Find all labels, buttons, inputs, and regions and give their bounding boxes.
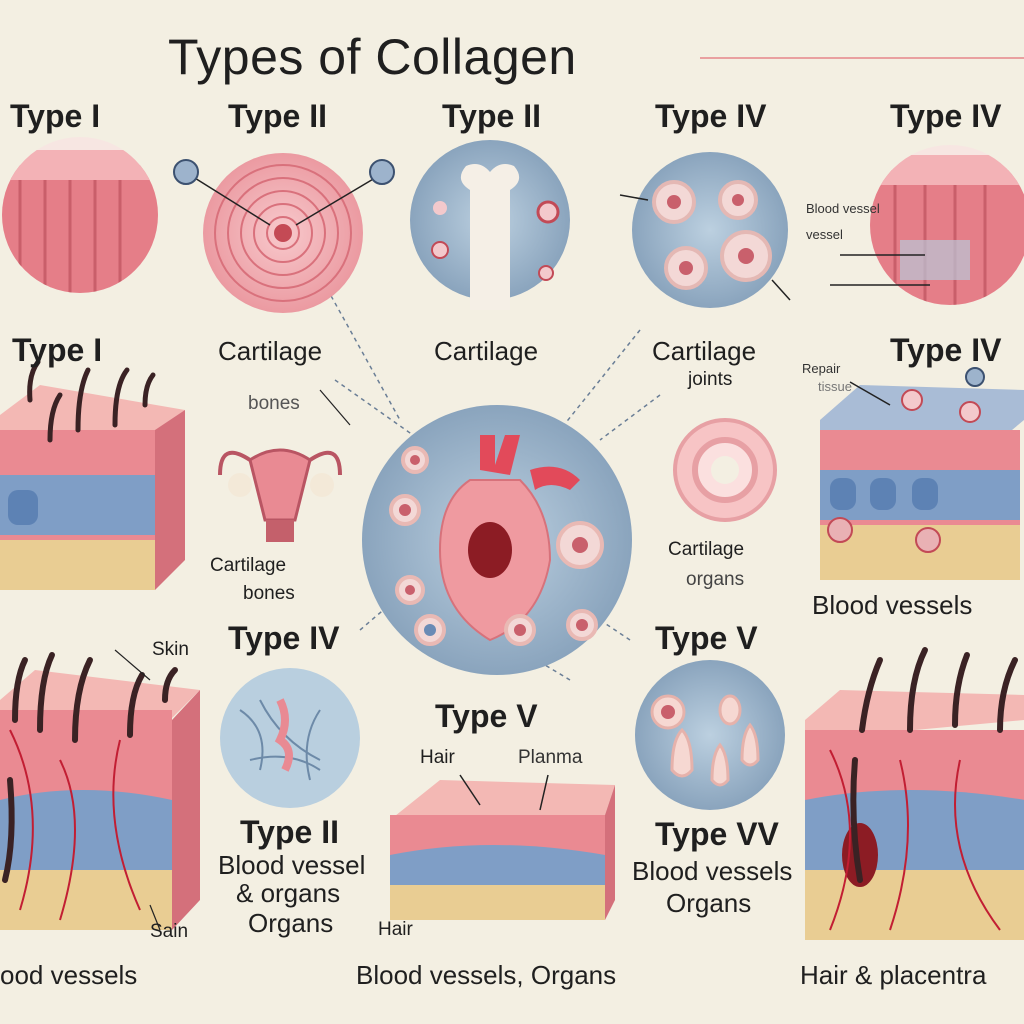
label-type-2-top-a: Type II (228, 98, 327, 134)
label-and-organs: & organs (236, 878, 341, 908)
label-hair-2: Hair (378, 919, 413, 940)
label-blood-vessels-2: Blood vessels (632, 856, 793, 886)
label-blood-vessel-organs: Blood vessel (218, 850, 366, 880)
label-organs-1: Organs (248, 908, 334, 938)
label-bottom-left: ood vessels (0, 960, 138, 990)
label-type-1-mid: Type I (12, 332, 103, 368)
label-type-1-top: Type I (10, 98, 101, 134)
label-cartilage-1: Cartilage (218, 336, 323, 366)
fiber-bundle-icon (2, 137, 158, 293)
label-bones: bones (243, 583, 295, 604)
label-hair-1: Hair (420, 747, 455, 768)
label-cartilage-joints: Cartilage (652, 336, 757, 366)
label-type-2-low: Type II (240, 814, 339, 850)
uterus-icon (218, 448, 342, 542)
label-cartilage-bones: Cartilage (210, 555, 287, 576)
label-type-5-center: Type V (435, 698, 538, 734)
skin-block-icon (0, 359, 185, 590)
ring-cell-icon (673, 418, 777, 522)
droplets-icon (635, 660, 785, 810)
heart-icon (362, 405, 632, 675)
label-type-4-top-a: Type IV (655, 98, 767, 134)
label-organs-faded: organs (686, 569, 745, 590)
concentric-rings-icon (173, 153, 395, 313)
label-bottom-right: Hair & placentra (800, 960, 987, 990)
label-type-5-right: Type V (655, 620, 758, 656)
label-blood-vessel-tag: Blood vessel (806, 201, 880, 216)
fibers-icon (220, 668, 360, 808)
label-type-vv: Type VV (655, 816, 779, 852)
bone-icon (410, 140, 570, 310)
label-repair: Repair (802, 361, 841, 376)
label-type-4-mid: Type IV (890, 332, 1002, 368)
label-blood-vessels-right: Blood vessels (812, 590, 973, 620)
cells-icon (619, 152, 791, 308)
label-type-4-low: Type IV (228, 620, 340, 656)
label-cartilage-2: Cartilage (434, 336, 539, 366)
label-joints: joints (688, 369, 733, 390)
label-sain: Sain (150, 921, 189, 942)
label-type-2-top-b: Type II (442, 98, 541, 134)
label-cartilage-organs: Cartilage (668, 539, 745, 560)
label-repair-sub: tissue (818, 379, 852, 394)
page-title: Types of Collagen (168, 29, 577, 85)
label-vessel-tag: vessel (806, 227, 843, 242)
label-organs-2: Organs (666, 888, 752, 918)
label-bottom-center: Blood vessels, Organs (356, 960, 617, 990)
label-bones-faded: bones (248, 393, 300, 414)
label-skin: Skin (152, 639, 189, 660)
label-type-4-top-b: Type IV (890, 98, 1002, 134)
label-planma: Planma (518, 747, 583, 768)
